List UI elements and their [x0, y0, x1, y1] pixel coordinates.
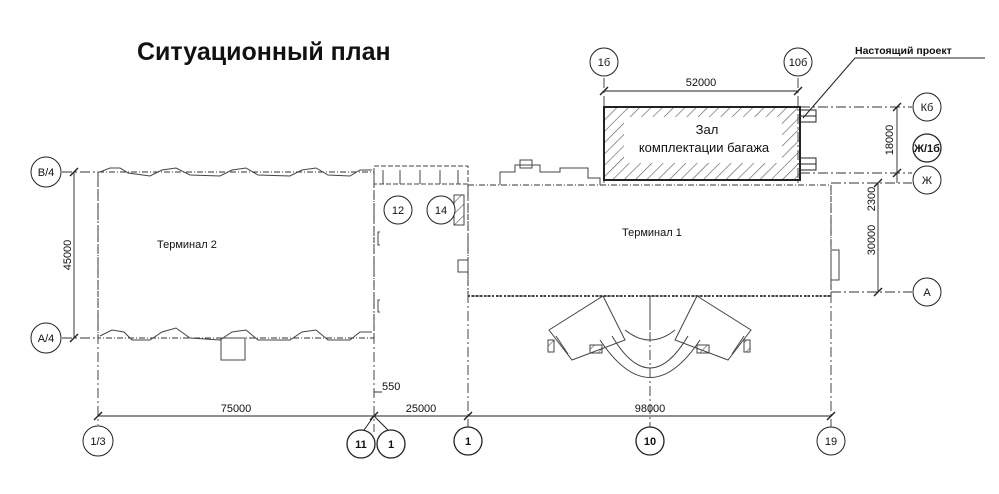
terminal-2-facade-details: [99, 167, 372, 361]
axis-marker-a: А: [912, 277, 942, 307]
terminal-1-details: [457, 159, 840, 378]
baggage-hall-label-1: Зал: [696, 122, 719, 137]
svg-text:1б: 1б: [598, 57, 610, 69]
terminal-1-building: [467, 184, 832, 297]
axis-marker-b4: В/4: [30, 156, 62, 188]
axis-marker-11: 11: [346, 429, 376, 459]
axis-marker-1-3: 1/3: [82, 425, 114, 457]
terminal-1-label: Терминал 1: [622, 227, 682, 239]
dimension-30000: 30000: [866, 225, 878, 256]
axis-marker-kb: Кб: [912, 92, 942, 122]
dimension-18000: 18000: [884, 125, 896, 156]
axis-marker-a4: А/4: [30, 322, 62, 354]
axis-marker-10: 10: [635, 426, 665, 456]
svg-text:14: 14: [435, 205, 447, 217]
terminal-2-label: Терминал 2: [157, 239, 217, 251]
svg-text:10б: 10б: [789, 57, 808, 69]
dimension-25000: 25000: [406, 403, 437, 415]
dimension-2300: 2300: [866, 187, 878, 211]
axis-marker-1b: 1б: [589, 47, 619, 77]
dimension-98000: 98000: [635, 403, 666, 415]
svg-text:19: 19: [825, 436, 837, 448]
axis-marker-1-right: 1: [453, 426, 483, 456]
svg-text:В/4: В/4: [38, 167, 55, 179]
project-leader: [802, 57, 985, 119]
axis-marker-12: 12: [383, 195, 413, 225]
baggage-hall-label-2: комплектации багажа: [639, 140, 770, 155]
baggage-hall: [603, 106, 817, 181]
axis-marker-1-left: 1: [376, 429, 406, 459]
axis-marker-10b: 10б: [783, 47, 813, 77]
svg-text:11: 11: [355, 439, 367, 451]
axis-marker-14: 14: [426, 195, 456, 225]
axis-marker-zh: Ж: [912, 165, 942, 195]
dimension-52000: 52000: [686, 77, 717, 89]
connector-building: [373, 165, 469, 313]
dimension-75000: 75000: [221, 403, 252, 415]
axis-marker-19: 19: [816, 426, 846, 456]
svg-text:12: 12: [392, 205, 404, 217]
page-title: Ситуационный план: [137, 38, 391, 66]
axis-marker-zh1b: Ж/1б: [912, 133, 942, 163]
dimension-45000: 45000: [62, 240, 74, 271]
project-note-label: Настоящий проект: [855, 45, 952, 57]
dimension-550: 550: [382, 381, 400, 393]
svg-text:Ж/1б: Ж/1б: [913, 143, 940, 155]
terminal-2-building: [97, 171, 375, 339]
svg-text:А/4: А/4: [38, 333, 55, 345]
svg-text:10: 10: [644, 436, 656, 448]
axis-marker-11-1-leaders: [363, 415, 389, 431]
dimension-lines: [73, 90, 898, 417]
svg-text:1: 1: [465, 436, 471, 448]
dimension-ticks: [69, 86, 902, 421]
svg-text:1: 1: [388, 439, 394, 451]
svg-text:1/3: 1/3: [90, 436, 105, 448]
svg-text:Кб: Кб: [921, 102, 934, 114]
svg-text:Ж: Ж: [922, 175, 932, 187]
svg-text:А: А: [923, 287, 931, 299]
